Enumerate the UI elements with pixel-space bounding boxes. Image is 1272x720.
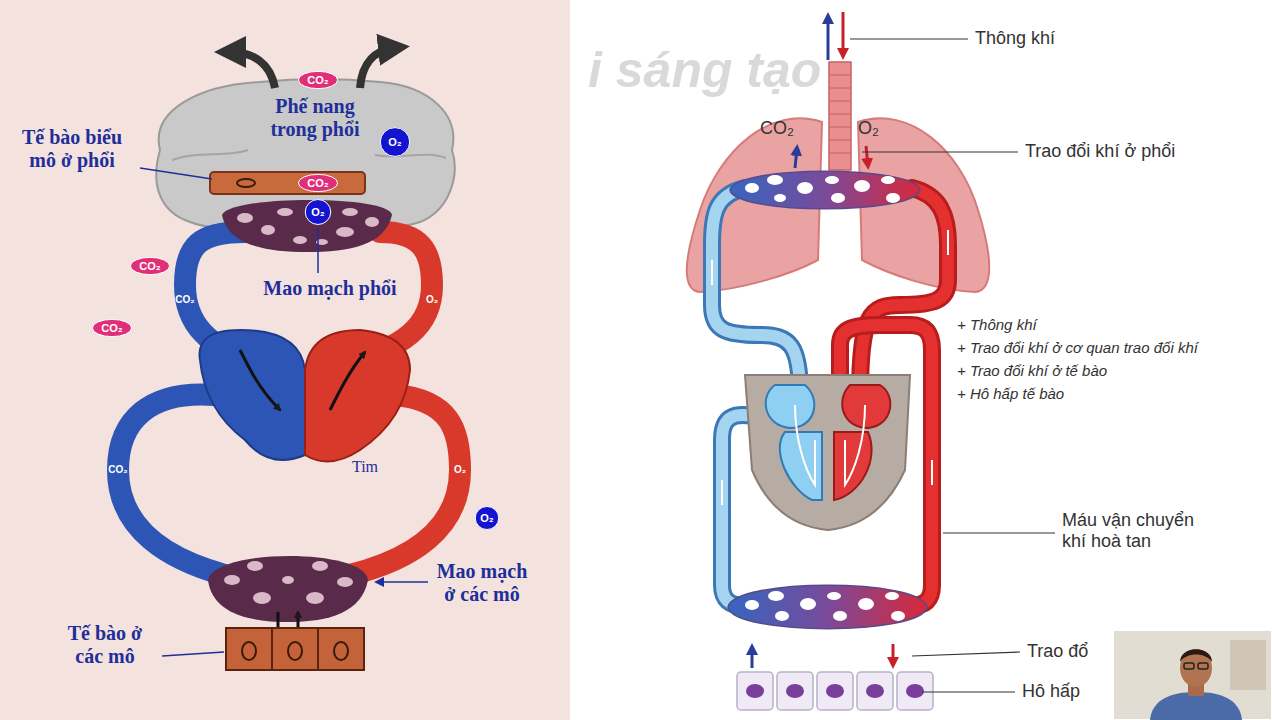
cell-nucleus (334, 642, 348, 660)
left-panel (0, 0, 570, 720)
bubble-fill (130, 257, 169, 274)
cell-nucleus (288, 642, 302, 660)
cell-nucleus (237, 179, 255, 187)
stage-list-item: + Hô hấp tế bào (957, 385, 1064, 402)
gas-formula: O₂ (480, 513, 493, 524)
capillary-holes (745, 591, 905, 621)
trachea (829, 62, 851, 170)
right-panel (570, 0, 1272, 720)
co2-bubble: CO₂ (92, 319, 132, 337)
flow-arrow (240, 350, 280, 410)
gas-formula: CO₂ (139, 261, 160, 272)
part-label: Tế bào biểu mô ở phổi (10, 126, 135, 172)
leader-line (140, 168, 212, 179)
air-arrow (230, 52, 275, 88)
bubble-fill (305, 200, 330, 225)
tissue-capillary (208, 556, 368, 622)
stage-list-item: + Thông khí (957, 316, 1037, 333)
tissue-cell (272, 628, 318, 670)
leader-arrow (376, 581, 428, 583)
co2-bubble: CO₂ (298, 71, 338, 89)
gas-in-arrow (866, 146, 868, 166)
flow-arrow (330, 352, 365, 410)
part-label: Trao đổ (1027, 641, 1088, 662)
part-label: Thông khí (975, 28, 1055, 49)
part-label: Mao mạch phổi (240, 277, 420, 300)
watermark: i sáng tạo (588, 42, 821, 100)
stage-list-item: + Trao đổi khí ở tế bào (957, 362, 1107, 379)
trachea-rings (829, 75, 851, 153)
left-ventricle (834, 432, 872, 500)
vessel-gas-label: O₂ (448, 464, 472, 476)
gas-formula: CO₂ (307, 178, 328, 189)
heart-right-side (200, 330, 306, 460)
air-out-arrow (827, 16, 830, 60)
vena-cava (118, 394, 225, 575)
co2-bubble: CO₂ (298, 174, 338, 192)
heart-outline (745, 375, 910, 530)
tissue-capillary (728, 585, 927, 629)
o2-bubble: O₂ (380, 127, 410, 157)
lung-capillary (730, 171, 920, 209)
bubble-fill (298, 174, 337, 191)
flow-mark (795, 405, 815, 485)
part-label: Mao mạch ở các mô (432, 560, 532, 606)
bubble-fill (92, 319, 131, 336)
leader-line (317, 228, 319, 273)
stage-list-item: + Trao đổi khí ở cơ quan trao đổi khí (957, 339, 1198, 356)
part-label: Máu vận chuyển khí hoà tan (1062, 510, 1212, 551)
gas-formula: O₂ (311, 207, 324, 218)
lung-capillary (222, 200, 392, 252)
gas-formula: O₂ (388, 137, 401, 148)
bubble-fill (475, 506, 499, 529)
right-atrium (766, 385, 815, 428)
webcam-inset (1113, 630, 1272, 720)
gas-label: CO₂ (760, 118, 794, 139)
leader-line (162, 652, 224, 656)
gas-label: O₂ (858, 118, 879, 139)
air-arrow (360, 48, 394, 88)
gas-out-arrow (795, 148, 797, 168)
blood-vessels (712, 188, 948, 606)
part-label: Hô hấp (1022, 681, 1080, 702)
gas-formula: CO₂ (101, 323, 122, 334)
body-cells (737, 672, 933, 710)
vessel-gas-label: CO₂ (106, 464, 130, 476)
gas-in-arrow (892, 644, 895, 665)
lobe-line (172, 150, 248, 160)
region-label: Phế nang trong phổi (260, 95, 370, 141)
bubble-fill (380, 128, 409, 157)
part-label: Tế bào ở các mô (55, 622, 155, 668)
capillary-holes (745, 175, 900, 203)
heart-left-side (305, 330, 410, 461)
flow-mark (845, 405, 865, 485)
capillary-holes (224, 561, 353, 604)
vessel-gas-label: CO₂ (173, 294, 197, 306)
lobe-line (375, 155, 446, 158)
air-in-arrow (842, 12, 845, 56)
organ-label: Tim (345, 458, 385, 476)
tissue-cell (318, 628, 364, 670)
left-atrium (842, 385, 890, 428)
vessel-gas-label: O₂ (420, 294, 444, 306)
cell-nucleus (242, 642, 256, 660)
o2-bubble: O₂ (305, 199, 331, 225)
gas-out-arrow (751, 647, 754, 668)
part-label: Trao đổi khí ở phổi (1025, 141, 1175, 162)
tissue-cell (226, 628, 272, 670)
epithelium-cell (210, 172, 365, 194)
bubble-fill (298, 71, 337, 88)
gas-formula: CO₂ (307, 75, 328, 86)
co2-bubble: CO₂ (130, 257, 170, 275)
o2-bubble: O₂ (475, 506, 499, 530)
